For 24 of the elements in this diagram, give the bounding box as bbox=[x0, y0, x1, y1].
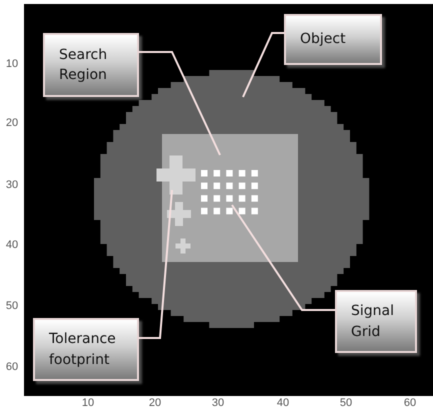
callout-label: Object bbox=[300, 30, 347, 50]
x-tick-label: 20 bbox=[148, 397, 162, 409]
callout-label: Tolerance footprint bbox=[49, 330, 117, 370]
y-tick-label: 20 bbox=[6, 117, 18, 129]
leader-line bbox=[231, 204, 335, 311]
y-tick-label: 30 bbox=[6, 179, 18, 191]
callout-label: Search Region bbox=[59, 46, 108, 85]
x-tick-label: 40 bbox=[276, 397, 290, 409]
y-tick-label: 40 bbox=[6, 239, 18, 251]
x-tick-label: 60 bbox=[404, 397, 416, 409]
y-tick-label: 50 bbox=[6, 300, 18, 312]
callout-box bbox=[284, 14, 382, 65]
leader-line bbox=[139, 51, 221, 156]
x-tick-label: 30 bbox=[212, 397, 224, 409]
x-tick-label: 10 bbox=[82, 397, 94, 409]
y-tick-label: 60 bbox=[6, 361, 18, 373]
callout-box bbox=[335, 290, 417, 353]
callout-box bbox=[43, 33, 139, 97]
callout-box bbox=[33, 318, 139, 381]
callout-label: Signal Grid bbox=[351, 302, 396, 342]
leader-line bbox=[139, 190, 173, 339]
y-tick-label: 10 bbox=[6, 58, 18, 70]
leader-line bbox=[242, 32, 284, 98]
x-tick-label: 50 bbox=[340, 397, 352, 409]
